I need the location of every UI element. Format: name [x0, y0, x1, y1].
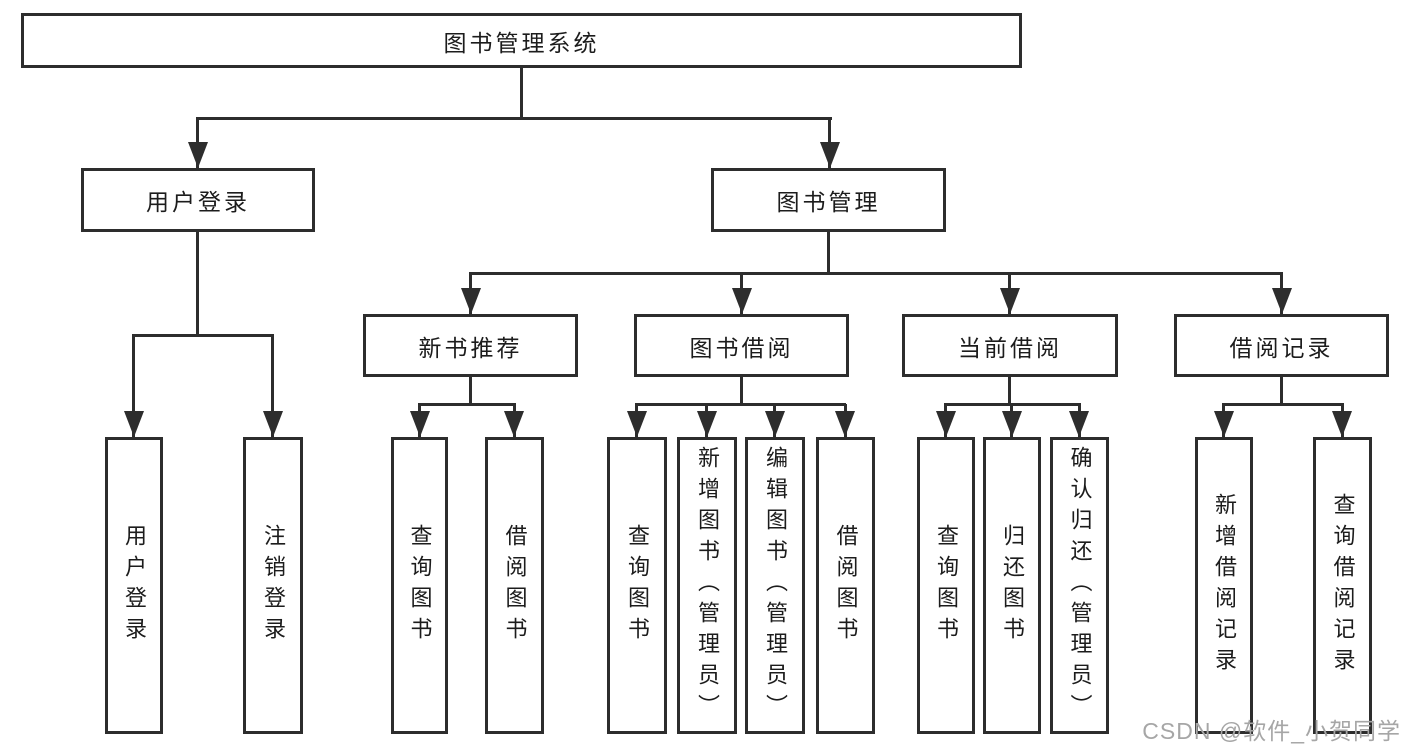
connector-line [520, 68, 523, 120]
arrow-down-icon [1332, 411, 1352, 437]
arrow-down-icon [820, 142, 840, 168]
connector-line [469, 272, 1283, 275]
leaf-borrow-books-recommend: 借阅图书 [485, 437, 544, 734]
arrow-down-icon [1214, 411, 1234, 437]
connector-line [740, 377, 743, 406]
leaf-query-borrow-record: 查询借阅记录 [1313, 437, 1372, 734]
arrow-down-icon [1000, 288, 1020, 314]
arrow-down-icon [263, 411, 283, 437]
arrow-down-icon [1272, 288, 1292, 314]
watermark-text: CSDN @软件_小贺同学 [1142, 718, 1401, 744]
leaf-borrow-books: 借阅图书 [816, 437, 875, 734]
leaf-user-login: 用户登录 [105, 437, 163, 734]
connector-line [469, 377, 472, 406]
connector-line [1280, 377, 1283, 406]
leaf-edit-book-admin: 编辑图书（管理员） [745, 437, 805, 734]
arrow-down-icon [936, 411, 956, 437]
connector-line [132, 335, 135, 437]
node-borrow-records: 借阅记录 [1174, 314, 1389, 377]
arrow-down-icon [627, 411, 647, 437]
leaf-logout: 注销登录 [243, 437, 303, 734]
arrow-down-icon [765, 411, 785, 437]
leaf-confirm-return-admin: 确认归还（管理员） [1050, 437, 1109, 734]
leaf-return-book: 归还图书 [983, 437, 1041, 734]
node-user-login: 用户登录 [81, 168, 315, 232]
arrow-down-icon [835, 411, 855, 437]
arrow-down-icon [697, 411, 717, 437]
arrow-down-icon [732, 288, 752, 314]
connector-line [418, 403, 516, 406]
connector-line [132, 334, 274, 337]
leaf-query-books-current: 查询图书 [917, 437, 975, 734]
arrow-down-icon [504, 411, 524, 437]
connector-line [827, 232, 830, 275]
node-book-management: 图书管理 [711, 168, 946, 232]
connector-line [635, 403, 846, 406]
arrow-down-icon [1002, 411, 1022, 437]
node-book-borrow: 图书借阅 [634, 314, 849, 377]
connector-line [1008, 377, 1011, 406]
connector-line [196, 117, 832, 120]
leaf-query-books-borrow: 查询图书 [607, 437, 667, 734]
leaf-query-books-recommend: 查询图书 [391, 437, 448, 734]
connector-line [196, 232, 199, 337]
arrow-down-icon [1069, 411, 1089, 437]
node-root-system: 图书管理系统 [21, 13, 1022, 68]
arrow-down-icon [461, 288, 481, 314]
node-current-borrow: 当前借阅 [902, 314, 1118, 377]
arrow-down-icon [188, 142, 208, 168]
connector-line [1222, 403, 1344, 406]
leaf-add-borrow-record: 新增借阅记录 [1195, 437, 1253, 734]
leaf-add-book-admin: 新增图书（管理员） [677, 437, 737, 734]
connector-line [271, 335, 274, 437]
arrow-down-icon [410, 411, 430, 437]
node-new-book-recommend: 新书推荐 [363, 314, 578, 377]
arrow-down-icon [124, 411, 144, 437]
